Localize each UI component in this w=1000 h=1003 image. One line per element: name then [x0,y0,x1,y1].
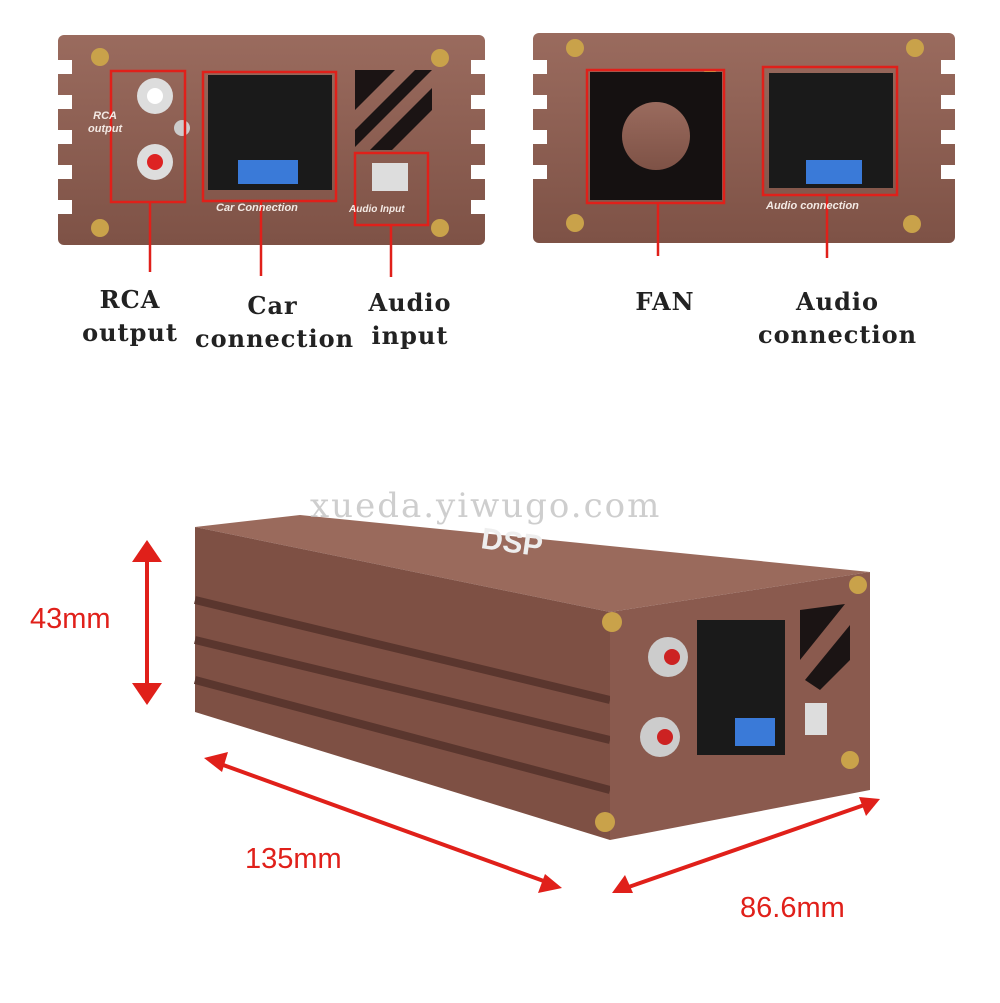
amplifier-3d-view: DSP [193,515,870,840]
callout-audio-connection: Audio connection [755,285,920,351]
callout-line: Car [247,291,298,320]
audio-connection-panel-label: Audio connection [766,200,859,212]
callout-line: connection [757,320,918,349]
callout-line: FAN [635,287,695,316]
rca-label-line1: RCA [93,110,118,122]
callout-audio-input: Audio input [355,286,465,352]
callout-rca-output: RCA output [70,283,190,349]
callout-line: connection [195,324,355,353]
front-panel [58,35,485,277]
rca-label-line2: output [88,123,123,135]
callout-line: RCA [99,285,161,314]
screw-icon [91,48,449,237]
callout-line: output [82,318,178,347]
dimension-height: 43mm [30,603,111,635]
callout-fan: FAN [615,285,715,318]
rear-panel [533,33,955,258]
callout-line: Audio [796,287,879,316]
callout-car-connection: Car connection [195,289,355,355]
car-connection-panel-label: Car Connection [216,202,298,214]
dimension-arrows [132,540,880,893]
dimension-width: 86.6mm [740,892,845,924]
callout-line: Audio [368,288,452,317]
callout-line: input [371,321,449,350]
audio-input-panel-label: Audio Input [349,204,405,215]
dimension-length: 135mm [245,843,342,875]
watermark: xueda.yiwugo.com [310,486,662,526]
